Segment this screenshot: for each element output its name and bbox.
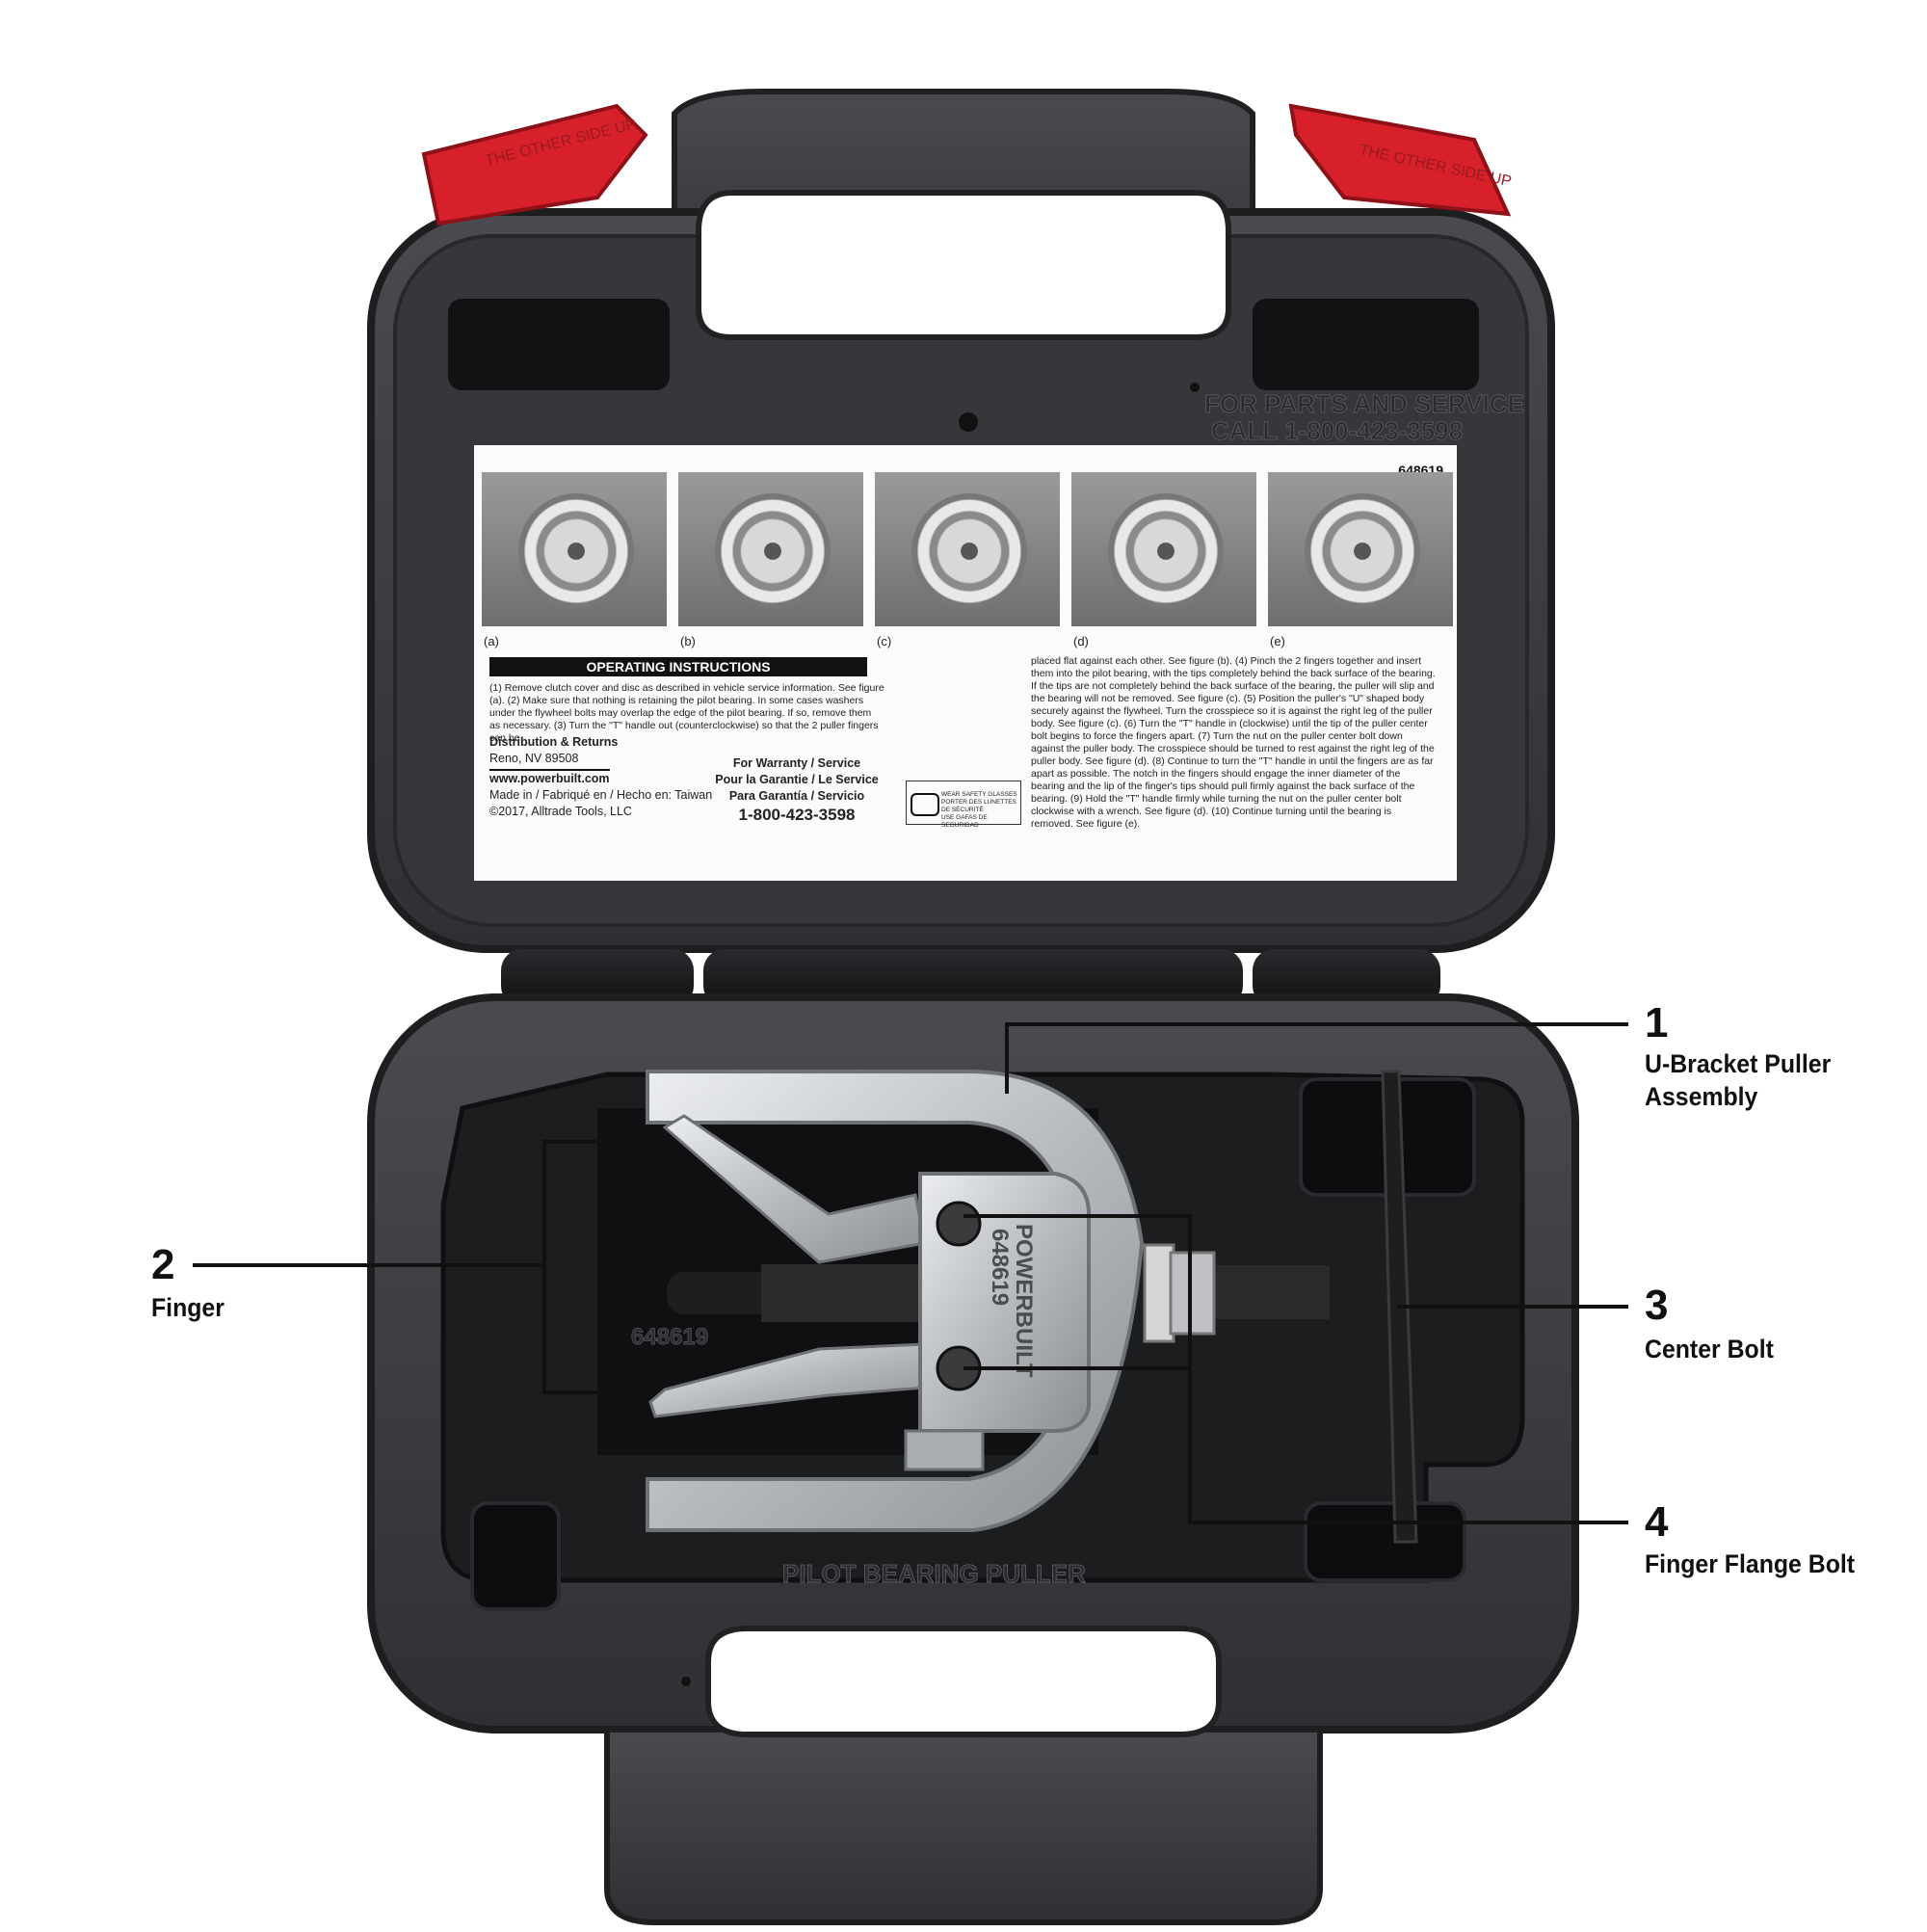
tool-stamp-number: 648619 — [987, 1229, 1013, 1306]
callout-3-label: Center Bolt — [1645, 1335, 1774, 1363]
lid-emboss-line2: CALL 1-800-423-3598 — [1211, 416, 1463, 445]
leader-1 — [1005, 1022, 1628, 1094]
warranty-line: Para Garantía / Servicio — [728, 789, 865, 803]
operating-instructions-heading: OPERATING INSTRUCTIONS — [489, 657, 867, 676]
callout-4-label: Finger Flange Bolt — [1645, 1549, 1856, 1578]
tray-mold-number: 648619 — [631, 1324, 708, 1350]
callout-2-label: Finger — [151, 1293, 224, 1322]
washer — [1143, 1243, 1175, 1343]
case-hinge — [501, 949, 1440, 1007]
warranty-line: Pour la Garantie / Le Service — [715, 773, 879, 786]
callout-2-number: 2 — [151, 1241, 175, 1288]
safety-line: USE GAFAS DE SEGURIDAD — [941, 814, 988, 829]
figure-b-image — [678, 472, 863, 626]
safety-glasses-label: WEAR SAFETY GLASSES PORTER DES LUNETTES … — [906, 781, 1021, 829]
distribution-title: Distribution & Returns — [489, 735, 619, 749]
copyright-text: ©2017, Alltrade Tools, LLC — [489, 805, 632, 818]
base-emboss-text: PILOT BEARING PULLER — [782, 1559, 1086, 1588]
instruction-card: 648619 (a) (b) (c) (d) (e) OPERATING INS… — [474, 445, 1457, 881]
safety-line: DE SÉCURITÉ — [941, 807, 984, 813]
lid-recess-right — [1253, 299, 1479, 390]
base-handle — [604, 1727, 1323, 1925]
screw-icon — [959, 412, 978, 432]
figure-caption: (d) — [1073, 634, 1089, 648]
figure-caption: (e) — [1270, 634, 1285, 648]
latch-left[interactable]: THE OTHER SIDE UP — [421, 103, 648, 226]
nut — [1169, 1251, 1216, 1336]
website-link[interactable]: www.powerbuilt.com — [489, 769, 610, 787]
safety-line: PORTER DES LUNETTES — [941, 799, 1016, 806]
figure-a-image — [482, 472, 667, 626]
safety-line: WEAR SAFETY GLASSES — [941, 791, 1017, 798]
made-in-text: Made in / Fabriqué en / Hecho en: Taiwan — [489, 788, 713, 802]
tool-stamp-brand: POWERBUILT — [1011, 1224, 1037, 1378]
latch-right[interactable]: THE OTHER SIDE UP — [1288, 103, 1513, 217]
callout-3-number: 3 — [1645, 1282, 1669, 1329]
center-bolt-thread-left — [761, 1264, 944, 1322]
callout-leaders — [193, 1022, 1628, 1524]
figure-caption: (b) — [680, 634, 696, 648]
figure-d-image — [1071, 472, 1256, 626]
instructions-left-text: (1) Remove clutch cover and disc as desc… — [489, 682, 884, 744]
warranty-line: For Warranty / Service — [732, 756, 861, 770]
distribution-city: Reno, NV 89508 — [489, 752, 579, 765]
figure-c-image — [875, 472, 1060, 626]
lid-emboss-line1: FOR PARTS AND SERVICE — [1204, 389, 1524, 418]
handle-opening — [696, 190, 1231, 340]
callout-4-number: 4 — [1645, 1498, 1669, 1546]
instructions-right-text: placed flat against each other. See figu… — [1031, 655, 1436, 830]
flange-bolt-upper — [936, 1201, 982, 1247]
warranty-phone: 1-800-423-3598 — [738, 806, 856, 824]
figure-e-image — [1268, 472, 1453, 626]
figure-caption: (a) — [484, 634, 499, 648]
safety-glasses-icon — [911, 793, 939, 816]
figure-caption: (c) — [877, 634, 892, 648]
lid-recess-left — [448, 299, 670, 390]
callout-1-label-line1: U-Bracket Puller — [1645, 1049, 1832, 1078]
handle-opening — [705, 1626, 1222, 1737]
callout-1-number: 1 — [1645, 999, 1669, 1046]
callout-1-label-line2: Assembly — [1645, 1082, 1758, 1111]
finger-upper — [662, 1114, 927, 1264]
